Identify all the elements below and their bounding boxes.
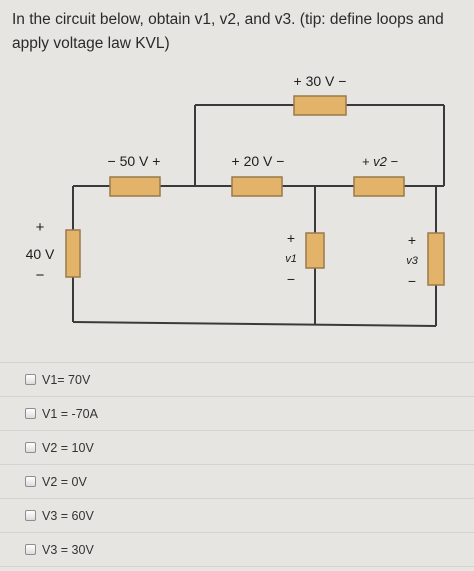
label-30v: + 30 V −: [294, 73, 347, 89]
resistor-v1: [305, 232, 325, 269]
source-value: 40 V: [26, 246, 55, 262]
option-label: V1= 70V: [42, 372, 91, 387]
option-checkbox[interactable]: [25, 374, 36, 385]
wire-bottom: [72, 321, 437, 327]
resistor-50v: [109, 176, 161, 197]
option-row[interactable]: V2 = 0V: [0, 464, 474, 498]
v1-plus: +: [287, 230, 295, 246]
option-row[interactable]: V3 = 60V: [0, 498, 474, 532]
label-20v: + 20 V −: [232, 153, 285, 169]
option-row[interactable]: V3 = 30V: [0, 532, 474, 567]
voltage-source-40v: [65, 229, 81, 278]
option-label: V2 = 0V: [42, 474, 87, 489]
option-checkbox[interactable]: [25, 510, 36, 521]
option-checkbox[interactable]: [25, 442, 36, 453]
circuit-diagram: + 30 V − − 50 V + + 20 V − + v2 − + 40 V…: [26, 73, 445, 327]
v3-minus: −: [408, 273, 416, 289]
label-50v: − 50 V +: [108, 153, 161, 169]
label-v2: + v2 −: [362, 154, 399, 169]
option-label: V2 = 10V: [42, 440, 94, 455]
option-row[interactable]: V1= 70V: [0, 362, 474, 396]
option-label: V3 = 30V: [42, 542, 94, 557]
resistor-20v: [231, 176, 283, 197]
question-text: In the circuit below, obtain v1, v2, and…: [12, 11, 444, 52]
v3-plus: +: [408, 232, 416, 248]
resistor-30v: [293, 95, 347, 116]
option-row[interactable]: V2 = 10V: [0, 430, 474, 464]
option-checkbox[interactable]: [25, 544, 36, 555]
v3-label: v3: [406, 255, 419, 267]
wires: [72, 104, 445, 327]
answer-options: V1= 70V V1 = -70A V2 = 10V V2 = 0V V3 = …: [0, 362, 474, 567]
option-checkbox[interactable]: [25, 408, 36, 419]
source-plus: +: [36, 219, 45, 236]
resistor-v3: [427, 232, 445, 286]
option-label: V3 = 60V: [42, 508, 94, 523]
v1-label: v1: [285, 253, 297, 265]
option-label: V1 = -70A: [42, 406, 98, 421]
option-row[interactable]: V1 = -70A: [0, 396, 474, 430]
elements: [65, 95, 445, 286]
source-minus: −: [36, 267, 45, 284]
resistor-v2: [353, 176, 405, 197]
option-checkbox[interactable]: [25, 476, 36, 487]
v1-minus: −: [287, 271, 295, 287]
